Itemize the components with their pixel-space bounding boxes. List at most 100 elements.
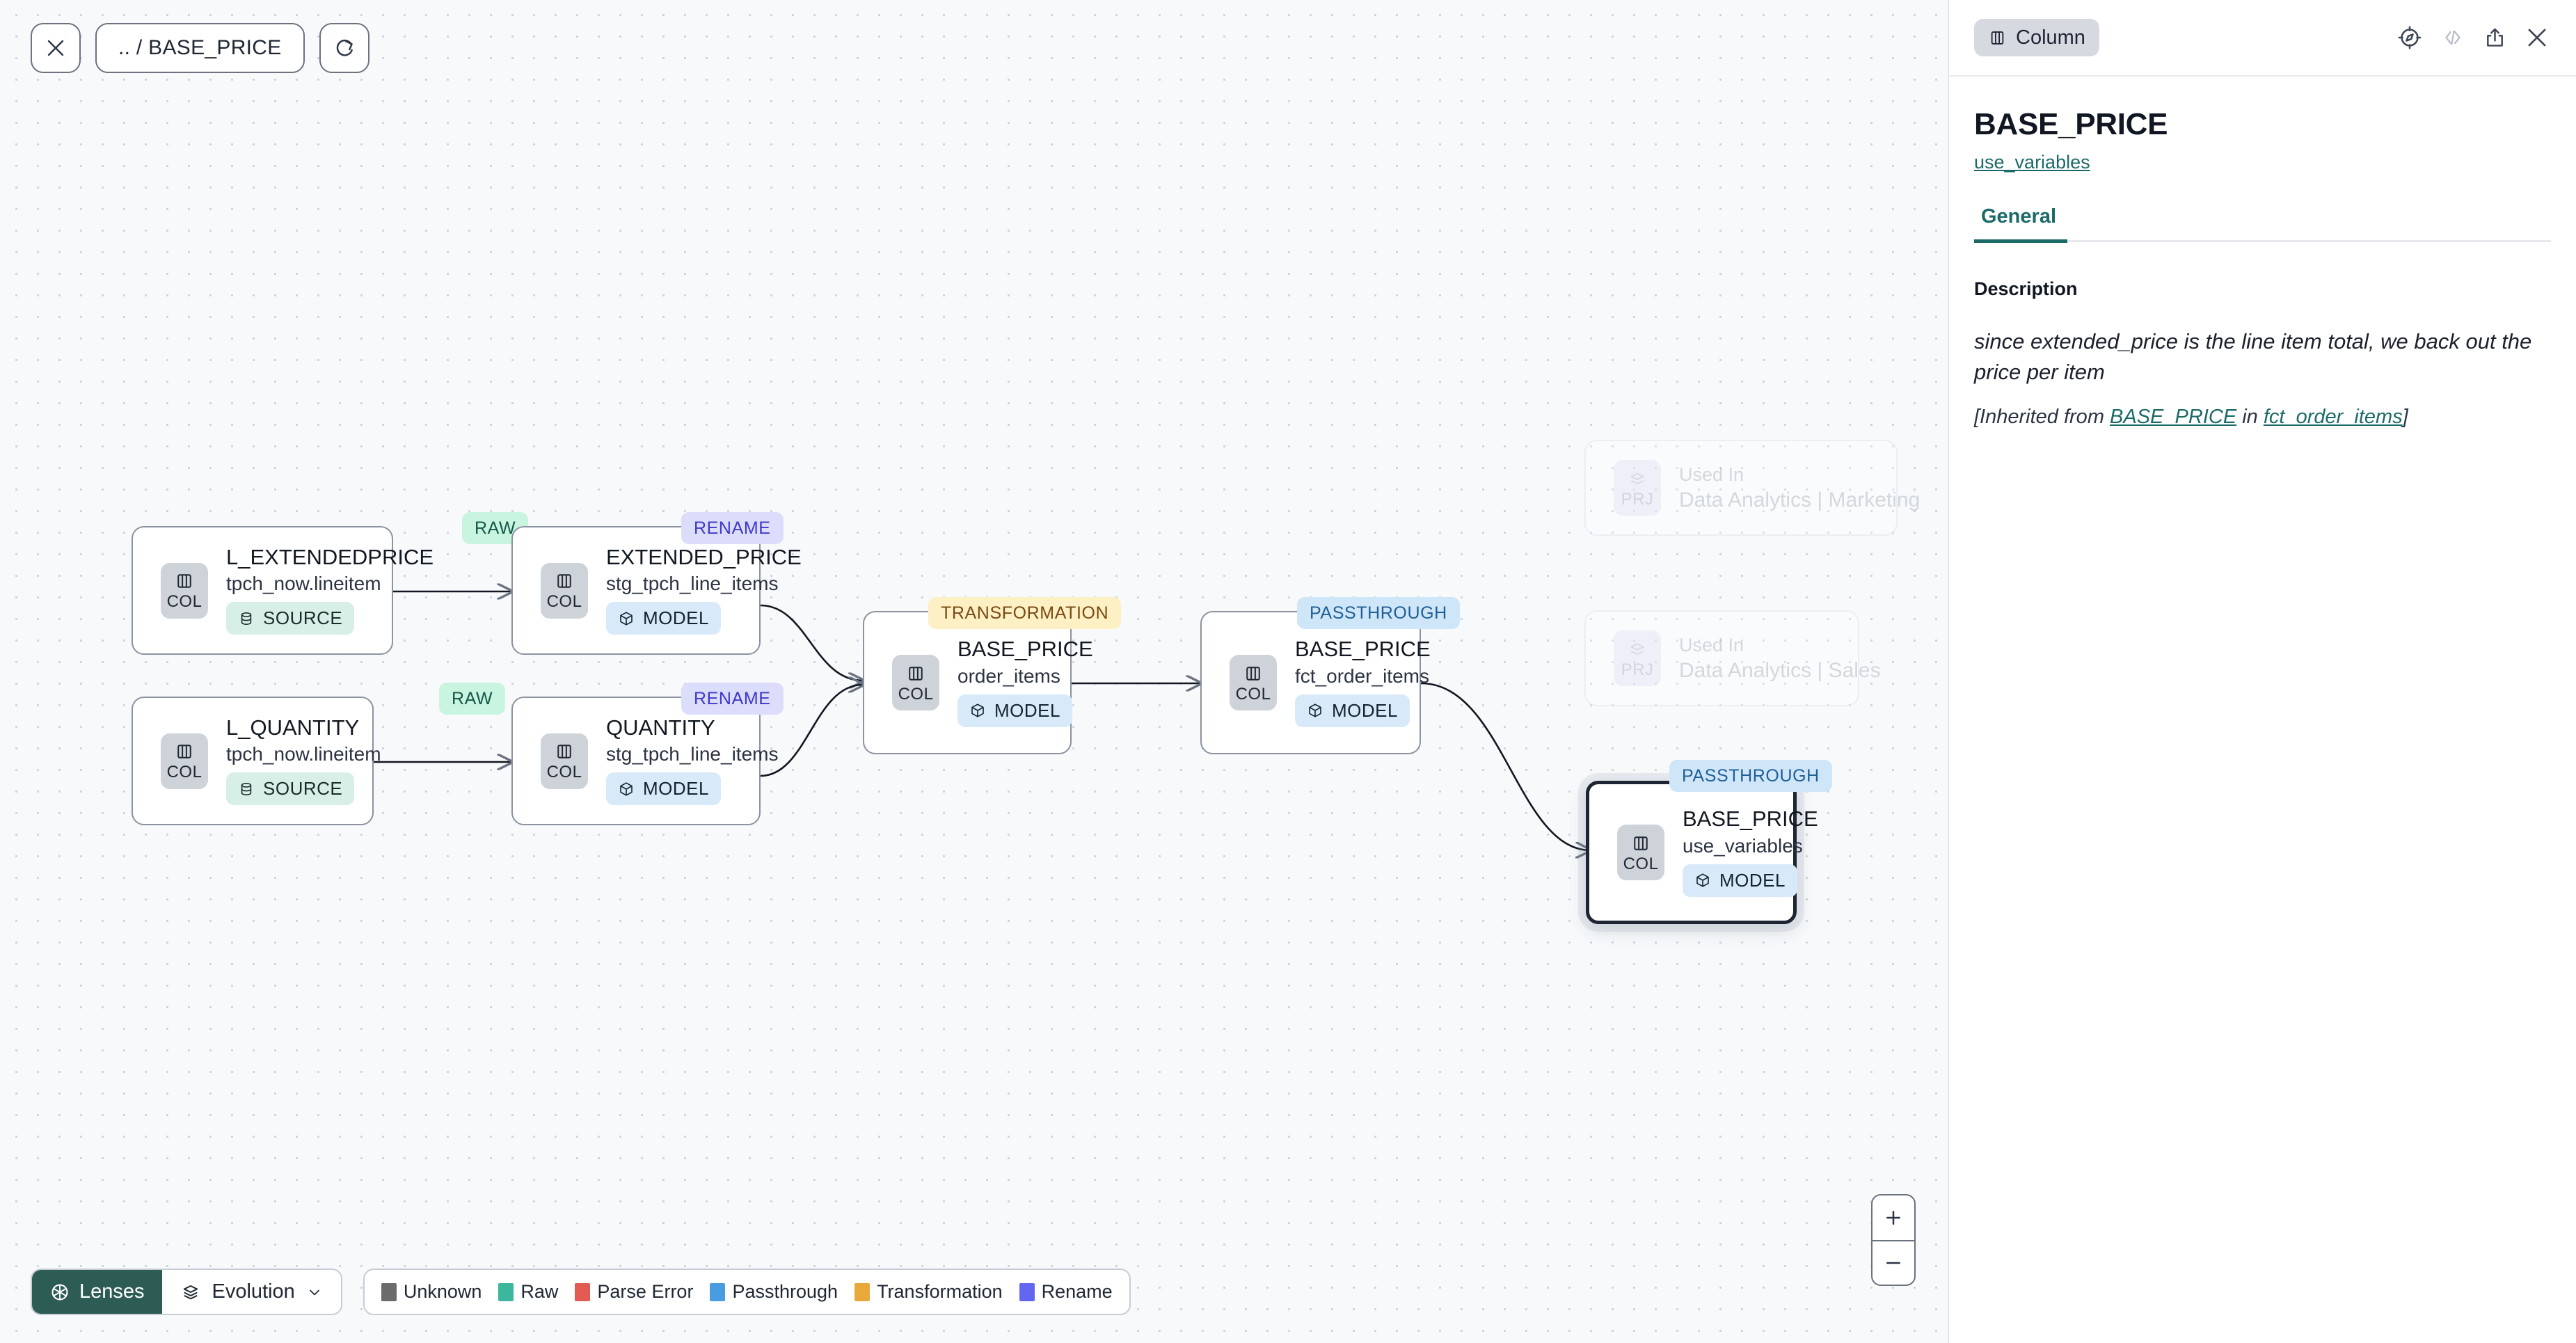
close-button[interactable] [31, 23, 81, 73]
lenses-segmented-control: Lenses Evolution [31, 1269, 342, 1315]
used-in-label: Used In [1679, 634, 1744, 655]
node-subtitle: order_items [957, 665, 1060, 687]
node-kind-label: COL [1235, 684, 1271, 704]
column-icon [557, 745, 571, 758]
explore-button[interactable] [2397, 25, 2422, 50]
node-tag-rename: RENAME [681, 683, 784, 715]
node-base-price-use-variables[interactable]: PASSTHROUGH COL BASE_PRICE use_variables… [1586, 760, 1832, 924]
used-in-title: Data Analytics | Marketing [1679, 488, 1921, 511]
entity-type-chip[interactable]: Column [1974, 19, 2099, 56]
plus-icon [1886, 1211, 1900, 1225]
page-title: BASE_PRICE [1974, 107, 2168, 141]
used-in-title: Data Analytics | Sales [1679, 658, 1881, 682]
used-in-kind-label: PRJ [1621, 660, 1654, 679]
evolution-label: Evolution [212, 1280, 295, 1303]
node-chip-label: MODEL [994, 699, 1060, 721]
node-kind-badge: COL [892, 655, 939, 710]
legend-label: Unknown [403, 1281, 482, 1302]
used-in-kind-badge: PRJ [1614, 460, 1661, 516]
node-body: EXTENDED_PRICE stg_tpch_line_items MODEL [606, 546, 802, 635]
used-in-card-marketing[interactable]: PRJ Used In Data Analytics | Marketing [1584, 440, 1920, 536]
share-button[interactable] [2483, 25, 2506, 50]
node-subtitle: stg_tpch_line_items [606, 573, 779, 595]
node-title: BASE_PRICE [957, 637, 1093, 662]
evolution-dropdown[interactable]: Evolution [161, 1270, 341, 1314]
legend-item-transformation: Transformation [854, 1281, 1003, 1303]
node-title: L_QUANTITY [226, 715, 360, 740]
node-l-extendedprice[interactable]: RAW COL L_EXTENDEDPRICE tpch_now.lineite… [132, 512, 529, 655]
node-kind-label: COL [898, 684, 934, 704]
node-title: BASE_PRICE [1683, 806, 1818, 832]
node-subtitle: use_variables [1683, 834, 1803, 857]
node-quantity[interactable]: RENAME COL QUANTITY stg_tpch_line_items … [511, 683, 784, 825]
lenses-button[interactable]: Lenses [32, 1270, 162, 1314]
legend-item-unknown: Unknown [381, 1281, 482, 1303]
tab-general[interactable]: General [1974, 205, 2067, 243]
node-base-price-fct-order-items[interactable]: PASSTHROUGH COL BASE_PRICE fct_order_ite… [1200, 597, 1460, 754]
inherited-column-link[interactable]: BASE_PRICE [2110, 406, 2237, 429]
node-chip-model: MODEL [606, 772, 721, 806]
entity-type-label: Column [2016, 26, 2085, 49]
zoom-in-button[interactable] [1873, 1195, 1914, 1240]
description-section-label: Description [1974, 278, 2078, 299]
node-subtitle: fct_order_items [1295, 665, 1429, 687]
legend-label: Raw [520, 1281, 559, 1302]
node-kind-badge: COL [1617, 825, 1664, 880]
node-kind-label: COL [546, 763, 582, 781]
node-subtitle: tpch_now.lineitem [226, 743, 381, 765]
project-stack-icon [1630, 643, 1644, 655]
node-chip-label: SOURCE [263, 778, 343, 800]
legend-label: Rename [1041, 1281, 1113, 1302]
legend-label: Transformation [877, 1281, 1003, 1302]
database-icon [241, 612, 252, 625]
project-stack-icon [1630, 472, 1644, 484]
parent-model-link[interactable]: use_variables [1974, 152, 2090, 173]
breadcrumb: .. / BASE_PRICE [118, 36, 282, 59]
node-chip-model: MODEL [957, 694, 1072, 727]
description-text: since extended_price is the line item to… [1974, 329, 2532, 385]
node-kind-label: COL [546, 592, 582, 611]
node-kind-label: COL [166, 763, 202, 781]
breadcrumb-button[interactable]: .. / BASE_PRICE [95, 23, 305, 73]
column-icon [909, 666, 923, 681]
node-l-quantity[interactable]: RAW COL L_QUANTITY tpch_now.lineitem [132, 683, 506, 825]
cube-icon [620, 612, 633, 626]
used-in-body: Used In Data Analytics | Sales [1679, 634, 1881, 682]
node-kind-badge: COL [541, 562, 588, 619]
column-icon [1634, 836, 1648, 850]
view-code-button[interactable] [2440, 27, 2465, 48]
legend-label: Passthrough [732, 1281, 838, 1302]
inherited-mid: in [2236, 406, 2264, 429]
node-subtitle: stg_tpch_line_items [606, 743, 779, 765]
inherited-suffix: ] [2402, 406, 2408, 429]
refresh-icon [336, 39, 353, 56]
refresh-button[interactable] [319, 23, 369, 73]
node-base-price-order-items[interactable]: TRANSFORMATION COL BASE_PRICE order_item… [863, 597, 1122, 754]
details-panel-header: Column [1949, 0, 2576, 77]
zoom-out-button[interactable] [1873, 1240, 1914, 1285]
cube-icon [620, 782, 633, 796]
compass-icon [2398, 26, 2422, 49]
node-kind-badge: COL [161, 733, 208, 789]
node-extended-price[interactable]: RENAME COL EXTENDED_PRICE stg_tpch_line_… [511, 512, 802, 655]
lineage-canvas[interactable]: .. / BASE_PRICE RAW COL L_EXTENDED [0, 0, 1948, 1343]
node-title: EXTENDED_PRICE [606, 544, 802, 569]
cube-icon [971, 704, 984, 718]
aperture-icon [51, 1283, 68, 1301]
panel-header-actions [2397, 25, 2550, 50]
node-kind-badge: COL [1230, 655, 1277, 710]
node-chip-model: MODEL [1295, 694, 1410, 727]
legend-swatch [575, 1282, 591, 1301]
used-in-card-sales[interactable]: PRJ Used In Data Analytics | Sales [1584, 610, 1881, 706]
chevron-down-icon [309, 1289, 319, 1295]
legend-swatch [381, 1282, 397, 1301]
minus-icon [1886, 1262, 1900, 1264]
inherited-model-link[interactable]: fct_order_items [2263, 406, 2403, 429]
node-body: L_EXTENDEDPRICE tpch_now.lineitem SOURCE [226, 546, 434, 635]
close-panel-button[interactable] [2525, 25, 2550, 50]
node-tag-passthrough: PASSTHROUGH [1669, 760, 1832, 792]
node-tag-raw: RAW [439, 683, 506, 715]
legend-swatch [710, 1282, 726, 1301]
node-body: BASE_PRICE fct_order_items MODEL [1295, 637, 1431, 727]
legend-swatch [854, 1282, 870, 1301]
